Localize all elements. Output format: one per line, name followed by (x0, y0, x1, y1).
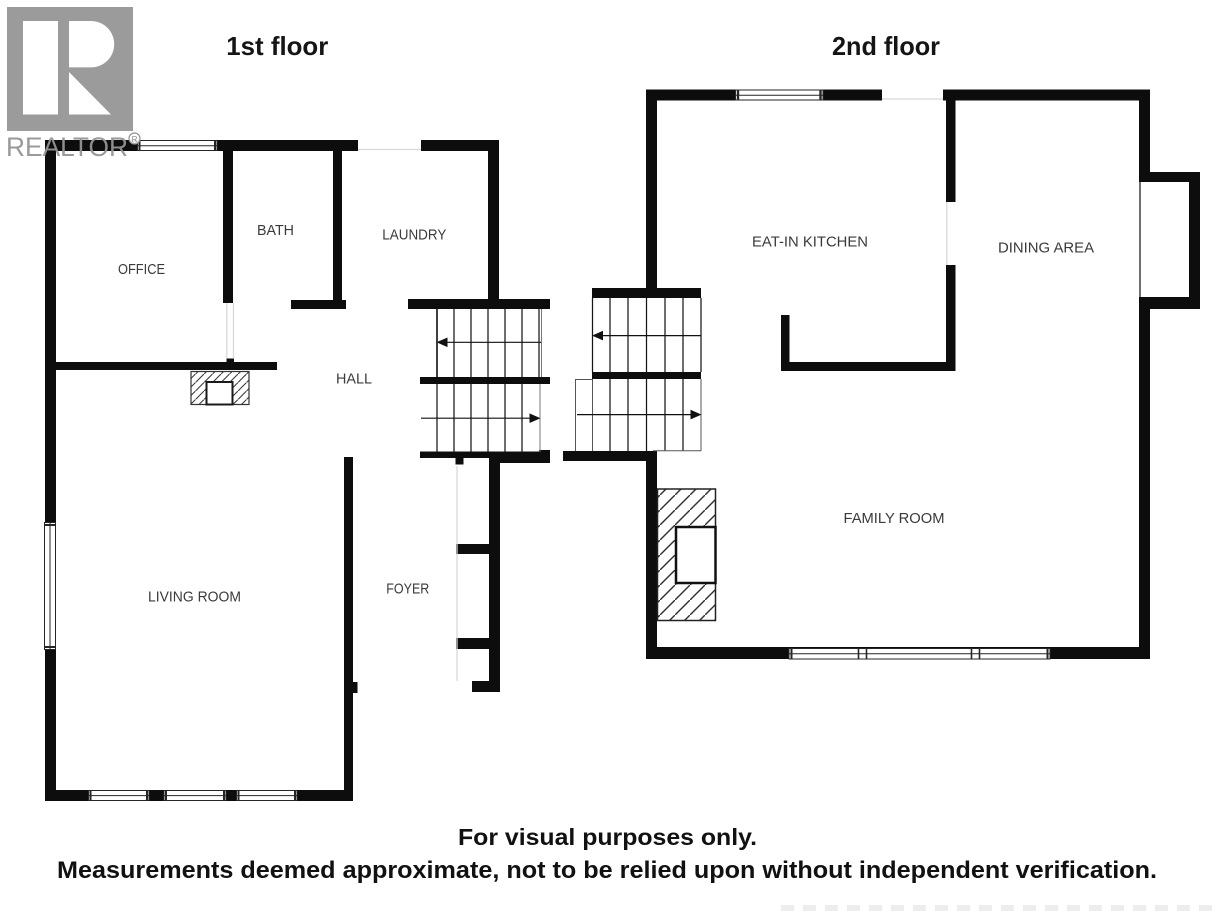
svg-text:1st floor: 1st floor (226, 31, 328, 61)
svg-text:OFFICE: OFFICE (118, 261, 165, 278)
svg-text:2nd floor: 2nd floor (832, 31, 940, 61)
svg-text:R: R (132, 135, 138, 144)
svg-text:HALL: HALL (336, 371, 372, 388)
svg-text:DINING AREA: DINING AREA (998, 240, 1094, 257)
svg-text:REALTOR: REALTOR (6, 132, 128, 162)
svg-text:EAT-IN KITCHEN: EAT-IN KITCHEN (752, 234, 868, 251)
svg-text:For visual purposes only.: For visual purposes only. (458, 824, 757, 850)
svg-text:FAMILY ROOM: FAMILY ROOM (844, 510, 945, 527)
svg-text:FOYER: FOYER (386, 581, 429, 598)
svg-text:LIVING ROOM: LIVING ROOM (148, 589, 241, 606)
svg-text:Measurements deemed approximat: Measurements deemed approximate, not to … (57, 857, 1157, 884)
svg-text:BATH: BATH (257, 222, 294, 239)
svg-text:LAUNDRY: LAUNDRY (382, 227, 446, 244)
